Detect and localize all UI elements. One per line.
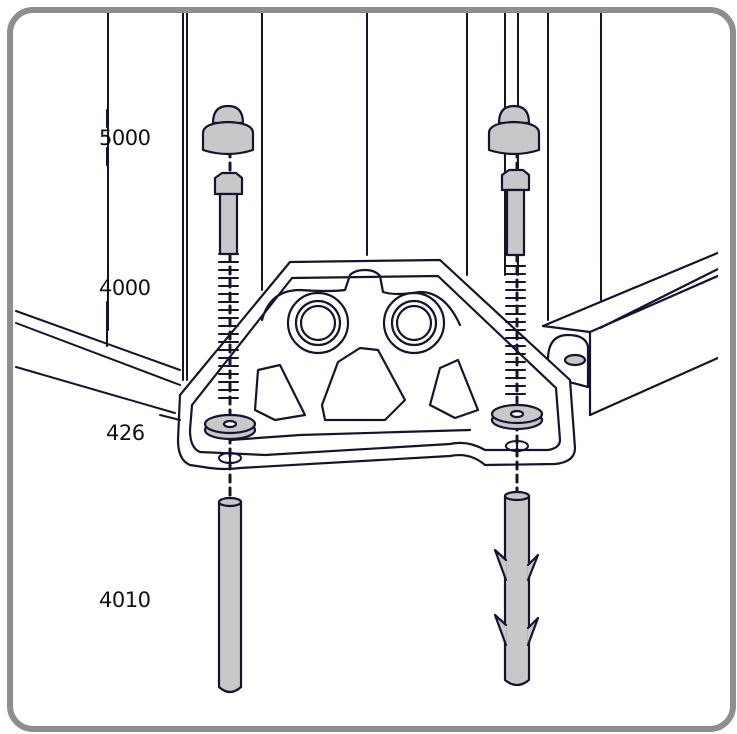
- corner-bracket: [176, 258, 577, 471]
- part-label-cap: 5000: [99, 126, 151, 150]
- left-fastener-stack: [201, 104, 257, 694]
- right-rail: [541, 250, 718, 418]
- part-label-washer: 426: [106, 421, 145, 445]
- wall-panels: [107, 13, 602, 381]
- bracket-holes: [218, 437, 529, 467]
- part-label-screw: 4000: [99, 276, 151, 300]
- part-label-plug: 4010: [99, 588, 151, 612]
- right-fastener-stack: [487, 104, 544, 687]
- left-rail: [15, 310, 181, 414]
- leader-lines: [106, 109, 181, 421]
